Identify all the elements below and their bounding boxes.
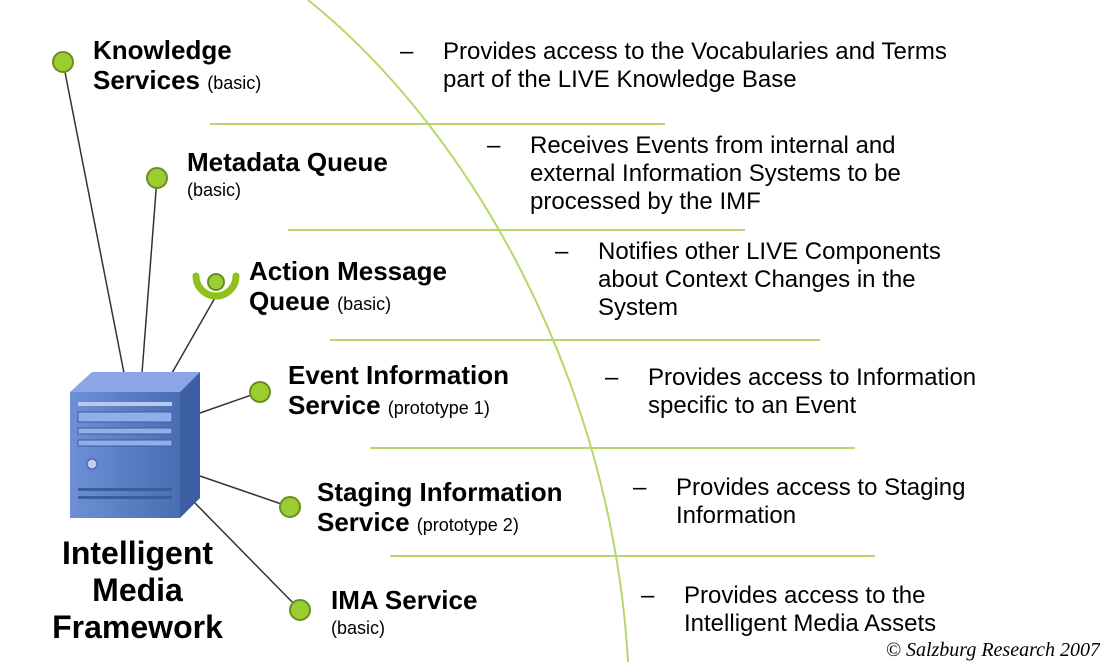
service-name-action-message: Action Message Queue (basic) (249, 256, 447, 316)
node-dot-staging (279, 496, 301, 518)
node-icon-action-message (192, 272, 240, 300)
service-name-ima: IMA Service (basic) (331, 585, 478, 638)
description-knowledge: – Provides access to the Vocabularies an… (400, 38, 947, 93)
node-dot-ima (289, 599, 311, 621)
framework-label: Intelligent Media Framework (52, 535, 223, 645)
arc-curve (307, 0, 629, 662)
service-name-staging: Staging Information Service (prototype 2… (317, 477, 563, 537)
service-name-metadata: Metadata Queue (basic) (187, 147, 388, 200)
copyright-text: © Salzburg Research 2007 (885, 639, 1100, 661)
service-name-knowledge: Knowledge Services (basic) (93, 35, 262, 95)
connector-line (191, 499, 301, 611)
connector-line (199, 475, 291, 508)
description-metadata: – Receives Events from internal and exte… (487, 132, 901, 215)
connector-line (171, 295, 217, 374)
server-icon (70, 372, 200, 518)
connector-line (141, 177, 158, 374)
description-ima: – Provides access to the Intelligent Med… (641, 582, 937, 637)
description-action-message: – Notifies other LIVE Components about C… (555, 238, 941, 321)
node-dot-event-info (249, 381, 271, 403)
connector-line (62, 61, 125, 374)
service-name-event-info: Event Information Service (prototype 1) (288, 360, 510, 420)
description-staging: – Provides access to Staging Information (633, 474, 966, 529)
description-event-info: – Provides access to Information specifi… (605, 364, 977, 419)
node-dot-metadata (146, 167, 168, 189)
node-dot-knowledge (52, 51, 74, 73)
